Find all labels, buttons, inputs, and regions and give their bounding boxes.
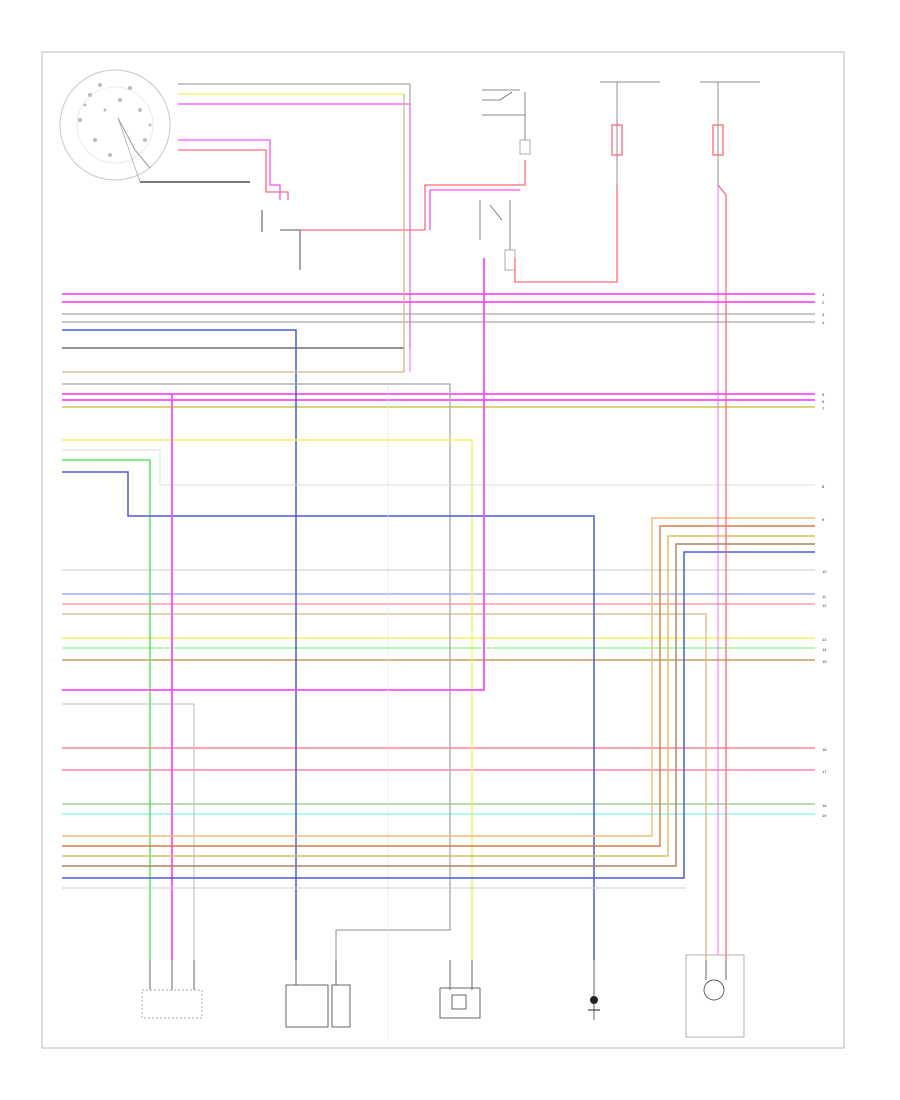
diagram-frame	[41, 51, 845, 1049]
instrument-cluster	[685, 954, 745, 1038]
svg-text:14: 14	[822, 647, 827, 652]
svg-text:16: 16	[822, 747, 827, 752]
svg-text:5: 5	[822, 392, 825, 397]
relay-1	[482, 89, 531, 155]
svg-text:1: 1	[822, 292, 825, 297]
svg-text:19: 19	[822, 813, 827, 818]
svg-text:6: 6	[822, 399, 825, 404]
relay-2	[479, 200, 516, 271]
horizontal-buses	[62, 293, 815, 815]
cluster-feed	[700, 184, 727, 960]
right-bundle	[62, 517, 815, 889]
svg-text:18: 18	[822, 803, 827, 808]
svg-text:12: 12	[822, 603, 827, 608]
svg-text:4: 4	[822, 320, 825, 325]
svg-text:15: 15	[822, 659, 827, 664]
svg-text:13: 13	[822, 637, 827, 642]
sensor-bottom	[439, 960, 481, 1019]
svg-text:3: 3	[822, 312, 825, 317]
svg-text:7: 7	[822, 406, 825, 411]
relay-feed	[261, 140, 526, 270]
svg-text:8: 8	[822, 484, 825, 489]
fuel-injector	[141, 960, 203, 1019]
pin-labels-right: 1 2 3 4 5 6 7 8 9 10 11 12 13 14 15 16 1…	[822, 292, 827, 818]
svg-text:9: 9	[822, 517, 825, 522]
svg-text:2: 2	[822, 300, 825, 305]
left-runs	[62, 84, 815, 960]
svg-text:17: 17	[822, 769, 827, 774]
svg-text:10: 10	[822, 569, 827, 574]
ignition-stubs	[178, 83, 410, 151]
sensor-2	[700, 81, 760, 185]
ignition-switch	[59, 69, 250, 183]
svg-text:11: 11	[822, 594, 827, 599]
sensor-1	[514, 81, 660, 283]
shift-solenoid	[285, 960, 351, 1028]
check-engine-light	[588, 960, 600, 1020]
